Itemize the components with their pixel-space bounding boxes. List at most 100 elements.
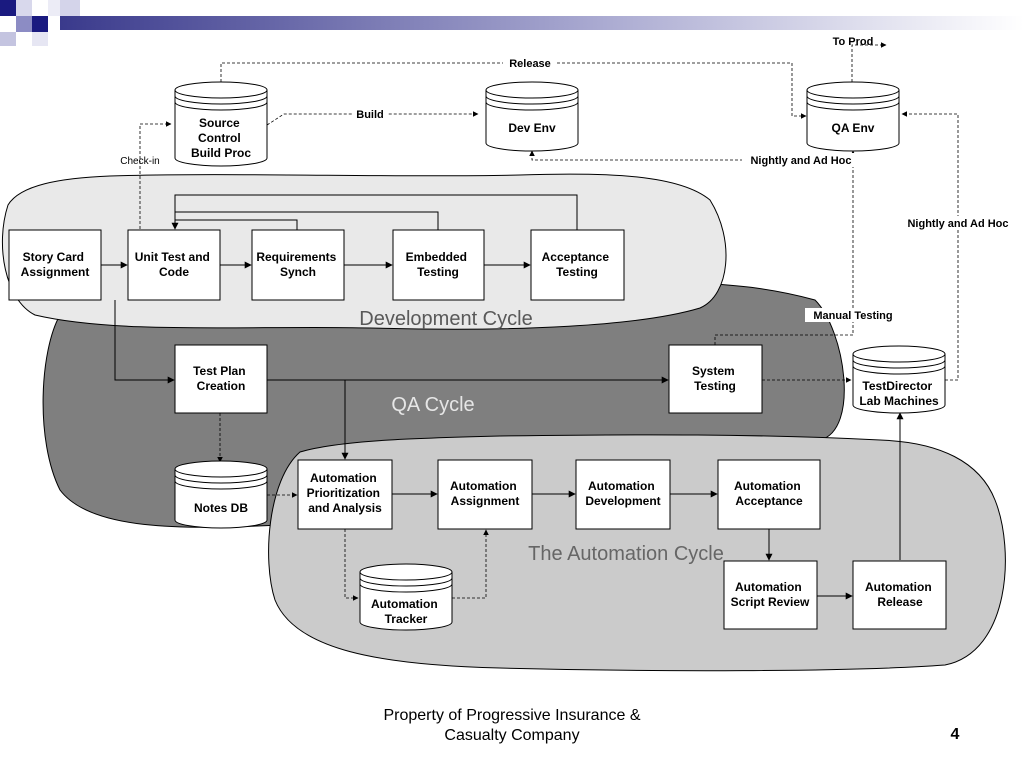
footer-line1: Property of Progressive Insurance & bbox=[383, 707, 641, 724]
acceptance-line1: Acceptance bbox=[542, 250, 610, 264]
testdirector-line2: Lab Machines bbox=[859, 394, 939, 408]
svg-text:Automation Acceptance: Automation Acceptance bbox=[734, 479, 804, 508]
svg-text:Automation Script Review: Automation Script Review bbox=[731, 580, 810, 609]
svg-text:Embedded Testing: Embedded Testing bbox=[406, 250, 471, 279]
notes-db-label: Notes DB bbox=[194, 501, 248, 515]
connector-build bbox=[266, 111, 479, 126]
automation-development-line2: Development bbox=[585, 494, 660, 508]
dev-env-db: Dev Env bbox=[485, 81, 579, 152]
svg-text:Test Plan Creation: Test Plan Creation bbox=[193, 364, 249, 393]
svg-text:Source Control Bui: Source Control Build Proc bbox=[191, 116, 251, 160]
testdirector-db: TestDirector Lab Machines bbox=[852, 345, 946, 414]
unit-test-line1: Unit Test and bbox=[135, 250, 210, 264]
automation-script-review-box: Automation Script Review bbox=[723, 560, 818, 630]
system-testing-line2: Testing bbox=[694, 379, 736, 393]
svg-text:Requirements Synch: Requirements Synch bbox=[256, 250, 339, 279]
embedded-box: Embedded Testing bbox=[392, 229, 485, 301]
automation-development-line1: Automation bbox=[588, 479, 655, 493]
connector-tracker-to-assignment bbox=[452, 529, 489, 599]
automation-release-line1: Automation bbox=[865, 580, 932, 594]
manual-testing-label: Manual Testing bbox=[813, 310, 892, 322]
source-control-line1: Source bbox=[199, 116, 240, 130]
connector-checkin bbox=[139, 121, 172, 229]
system-testing-box: System Testing bbox=[668, 344, 763, 414]
connector-to-prod bbox=[851, 42, 887, 82]
page-number: 4 bbox=[950, 726, 960, 743]
svg-text:Acceptance Testing: Acceptance Testing bbox=[542, 250, 613, 279]
acceptance-line2: Testing bbox=[556, 265, 598, 279]
nightly-qa-label: Nightly and Ad Hoc bbox=[907, 218, 1008, 230]
embedded-line1: Embedded bbox=[406, 250, 467, 264]
testdirector-line1: TestDirector bbox=[862, 379, 932, 393]
automation-prioritization-line3: and Analysis bbox=[308, 501, 382, 515]
automation-acceptance-box: Automation Acceptance bbox=[717, 459, 821, 530]
test-plan-line1: Test Plan bbox=[193, 364, 245, 378]
automation-cycle-title: The Automation Cycle bbox=[528, 543, 724, 565]
automation-assignment-box: Automation Assignment bbox=[437, 459, 533, 530]
requirements-line1: Requirements bbox=[256, 250, 336, 264]
connector-unit-to-testplan bbox=[114, 300, 175, 384]
requirements-box: Requirements Synch bbox=[251, 229, 345, 301]
svg-text:Automation Prioritizatio: Automation Prioritization and Analysis bbox=[307, 471, 384, 515]
connector-feedback-embedded bbox=[175, 211, 439, 230]
automation-development-box: Automation Development bbox=[575, 459, 671, 530]
dev-env-label: Dev Env bbox=[508, 121, 556, 135]
automation-release-box: Automation Release bbox=[852, 560, 947, 630]
release-label: Release bbox=[509, 58, 551, 70]
requirements-line2: Synch bbox=[280, 265, 316, 279]
development-cycle-title: Development Cycle bbox=[359, 308, 532, 330]
story-card-line2: Assignment bbox=[21, 265, 90, 279]
svg-text:Automation Development: Automation Development bbox=[585, 479, 660, 508]
automation-acceptance-line1: Automation bbox=[734, 479, 801, 493]
svg-text:Story Card Assignment: Story Card Assignment bbox=[21, 250, 90, 279]
automation-prioritization-box: Automation Prioritization and Analysis bbox=[297, 459, 393, 530]
footer-line2: Casualty Company bbox=[444, 727, 580, 744]
solid-connectors bbox=[101, 194, 904, 600]
svg-text:Unit Test and Code: Unit Test and Code bbox=[135, 250, 213, 279]
automation-script-review-line1: Automation bbox=[735, 580, 802, 594]
slide-footer: Property of Progressive Insurance & Casu… bbox=[300, 706, 724, 746]
acceptance-box: Acceptance Testing bbox=[530, 229, 625, 301]
embedded-line2: Testing bbox=[417, 265, 459, 279]
svg-text:Automation Assignment: Automation Assignment bbox=[450, 479, 520, 508]
nightly-dev-label: Nightly and Ad Hoc bbox=[750, 155, 851, 167]
automation-prioritization-line1: Automation bbox=[310, 471, 377, 485]
automation-assignment-line2: Assignment bbox=[451, 494, 520, 508]
unit-test-line2: Code bbox=[159, 265, 189, 279]
automation-tracker-line2: Tracker bbox=[385, 612, 428, 626]
automation-tracker-line1: Automation bbox=[371, 597, 438, 611]
test-plan-line2: Creation bbox=[197, 379, 246, 393]
story-card-box: Story Card Assignment bbox=[8, 229, 102, 301]
connector-feedback-requirements bbox=[175, 219, 298, 230]
connector-manual-testing bbox=[714, 150, 856, 345]
automation-tracker-db: Automation Tracker bbox=[359, 563, 453, 631]
notes-db: Notes DB bbox=[174, 460, 268, 529]
qa-env-label: QA Env bbox=[832, 121, 875, 135]
svg-text:TestDirector Lab Machine: TestDirector Lab Machines bbox=[859, 379, 939, 408]
connector-nightly-qa bbox=[901, 111, 959, 381]
source-control-line3: Build Proc bbox=[191, 146, 251, 160]
automation-script-review-line2: Script Review bbox=[731, 595, 810, 609]
automation-acceptance-line2: Acceptance bbox=[735, 494, 803, 508]
slide-header-decoration bbox=[0, 0, 1024, 46]
system-testing-line1: System bbox=[692, 364, 735, 378]
source-control-line2: Control bbox=[198, 131, 241, 145]
qa-env-db: QA Env bbox=[806, 81, 900, 152]
source-control-db: Source Control Build Proc bbox=[174, 81, 268, 167]
svg-text:System Testing: System Testing bbox=[692, 364, 738, 393]
automation-assignment-line1: Automation bbox=[450, 479, 517, 493]
unit-test-box: Unit Test and Code bbox=[127, 229, 221, 301]
svg-text:Automation Release: Automation Release bbox=[865, 580, 935, 609]
automation-release-line2: Release bbox=[877, 595, 923, 609]
automation-prioritization-line2: Prioritization bbox=[307, 486, 380, 500]
qa-cycle-title: QA Cycle bbox=[391, 394, 474, 416]
build-label: Build bbox=[356, 109, 384, 121]
test-plan-box: Test Plan Creation bbox=[174, 344, 268, 414]
svg-text:Automation Tracker: Automation Tracker bbox=[371, 597, 441, 626]
connector-prioritization-to-tracker bbox=[344, 529, 359, 601]
connector-release bbox=[220, 62, 807, 119]
check-in-label: Check-in bbox=[120, 156, 159, 167]
story-card-line1: Story Card bbox=[23, 250, 84, 264]
to-prod-label: To Prod bbox=[833, 36, 874, 48]
